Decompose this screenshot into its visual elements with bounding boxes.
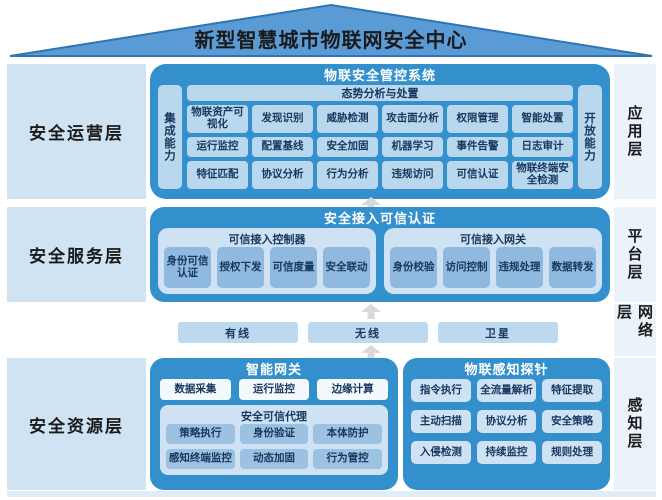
probe-item: 全流量解析 [476, 379, 537, 402]
probe-item: 协议分析 [476, 410, 537, 433]
layer-label-application: 应用层 [614, 64, 656, 199]
trusted-agent-box: 安全可信代理 策略执行身份验证本体防护感知终端监控动态加固行为管控 [160, 405, 388, 475]
iot-perception-probe-box: 物联感知探针 指令执行全流量解析特征提取主动扫描协议分析安全策略入侵检测持续监控… [403, 358, 610, 490]
controller-item: 可信度量 [270, 247, 317, 288]
ops-box-title: 物联安全管控系统 [323, 69, 436, 84]
ops-item: 权限管理 [447, 105, 508, 133]
agent-item: 身份验证 [239, 424, 309, 444]
openness-capability-strip: 开放能力 [578, 85, 602, 189]
ops-item: 日志审计 [512, 137, 573, 157]
controller-item: 安全联动 [323, 247, 370, 288]
up-arrow-icon [361, 345, 381, 360]
ops-item: 可信认证 [447, 161, 508, 189]
bottom-strip [7, 491, 656, 497]
probe-body: 指令执行全流量解析特征提取主动扫描协议分析安全策略入侵检测持续监控规则处理 [403, 379, 610, 464]
ops-item: 行为分析 [317, 161, 378, 189]
probe-item: 持续监控 [476, 441, 537, 464]
situation-analysis-bar: 态势分析与处置 [187, 85, 573, 101]
trusted-agent-title: 安全可信代理 [241, 410, 307, 423]
ops-item: 发现识别 [252, 105, 313, 133]
agent-item: 本体防护 [313, 424, 382, 444]
gateway-item: 数据转发 [549, 247, 596, 288]
ops-item: 攻击面分析 [382, 105, 443, 133]
svc-box-title: 安全接入可信认证 [323, 212, 436, 227]
smart-gateway-top-items: 数据采集运行监控边缘计算 [160, 379, 389, 400]
probe-title: 物联感知探针 [464, 363, 549, 378]
gateway-function-item: 运行监控 [238, 379, 310, 400]
agent-item: 感知终端监控 [166, 449, 235, 469]
layer-label-operations: 安全运营层 [7, 64, 146, 199]
probe-item: 主动扫描 [411, 410, 471, 433]
ops-item: 事件告警 [447, 137, 508, 157]
controller-item: 身份可信认证 [164, 247, 211, 288]
ops-items-grid: 物联资产可视化发现识别威胁检测攻击面分析权限管理智能处置运行监控配置基线安全加固… [187, 105, 573, 189]
probe-item: 特征提取 [542, 379, 602, 402]
layer-label-perception: 感知层 [614, 358, 656, 490]
controller-item: 授权下发 [217, 247, 264, 288]
ops-item: 运行监控 [187, 137, 248, 157]
iot-security-control-system-box: 物联安全管控系统 集成能力 态势分析与处置 物联资产可视化发现识别威胁检测攻击面… [150, 64, 610, 199]
gateway-function-item: 边缘计算 [317, 379, 389, 400]
up-arrow-icon [361, 197, 381, 212]
layer-label-network: 网络层 [614, 304, 656, 356]
trusted-access-gateway-box: 可信接入网关 身份校验访问控制违规处理数据转发 [384, 228, 602, 294]
agent-item: 行为管控 [313, 449, 382, 469]
ops-center: 态势分析与处置 物联资产可视化发现识别威胁检测攻击面分析权限管理智能处置运行监控… [187, 85, 573, 189]
up-arrow-icon [361, 304, 381, 319]
smart-gateway-box: 智能网关 数据采集运行监控边缘计算 安全可信代理 策略执行身份验证本体防护感知终… [150, 358, 398, 490]
agent-item: 动态加固 [239, 449, 309, 469]
ops-item: 协议分析 [252, 161, 313, 189]
ops-item: 物联资产可视化 [187, 105, 248, 133]
agent-item: 策略执行 [166, 424, 235, 444]
ops-item: 物联终端安全检测 [512, 161, 573, 189]
gateway-function-item: 数据采集 [160, 379, 231, 400]
layer-label-service: 安全服务层 [7, 207, 146, 302]
ops-box-body: 集成能力 态势分析与处置 物联资产可视化发现识别威胁检测攻击面分析权限管理智能处… [150, 85, 610, 195]
ops-item: 威胁检测 [317, 105, 378, 133]
probe-items: 指令执行全流量解析特征提取主动扫描协议分析安全策略入侵检测持续监控规则处理 [411, 379, 602, 464]
layer-label-platform: 平台层 [614, 207, 656, 302]
network-link-satellite: 卫星 [438, 322, 558, 343]
network-link-wired: 有线 [178, 322, 298, 343]
ops-item: 配置基线 [252, 137, 313, 157]
layer-label-resource: 安全资源层 [7, 358, 146, 490]
svc-box-body: 可信接入控制器 身份可信认证授权下发可信度量安全联动 可信接入网关 身份校验访问… [150, 228, 610, 302]
probe-item: 规则处理 [542, 441, 602, 464]
probe-item: 安全策略 [542, 410, 602, 433]
smart-gateway-body: 数据采集运行监控边缘计算 安全可信代理 策略执行身份验证本体防护感知终端监控动态… [150, 379, 398, 475]
gateway-item: 违规处理 [496, 247, 543, 288]
network-link-wireless: 无线 [308, 322, 428, 343]
gateway-item: 访问控制 [443, 247, 490, 288]
controller-title: 可信接入控制器 [228, 233, 306, 246]
roof-triangle-icon [9, 3, 653, 57]
controller-items: 身份可信认证授权下发可信度量安全联动 [164, 247, 370, 288]
roof-shape: 新型智慧城市物联网安全中心 [7, 3, 655, 58]
ops-item: 智能处置 [512, 105, 573, 133]
secure-access-trusted-auth-box: 安全接入可信认证 可信接入控制器 身份可信认证授权下发可信度量安全联动 可信接入… [150, 207, 610, 302]
trusted-access-controller-box: 可信接入控制器 身份可信认证授权下发可信度量安全联动 [158, 228, 376, 294]
probe-item: 入侵检测 [411, 441, 471, 464]
diagram-title: 新型智慧城市物联网安全中心 [194, 28, 468, 52]
probe-item: 指令执行 [411, 379, 471, 402]
ops-item: 违规访问 [382, 161, 443, 189]
integration-capability-strip: 集成能力 [158, 85, 182, 189]
gateway-title: 可信接入网关 [460, 233, 526, 246]
gateway-items: 身份校验访问控制违规处理数据转发 [390, 247, 596, 288]
gateway-item: 身份校验 [390, 247, 437, 288]
trusted-agent-items: 策略执行身份验证本体防护感知终端监控动态加固行为管控 [166, 424, 382, 469]
ops-item: 机器学习 [382, 137, 443, 157]
ops-item: 安全加固 [317, 137, 378, 157]
ops-item: 特征匹配 [187, 161, 248, 189]
smart-gateway-title: 智能网关 [245, 363, 302, 378]
